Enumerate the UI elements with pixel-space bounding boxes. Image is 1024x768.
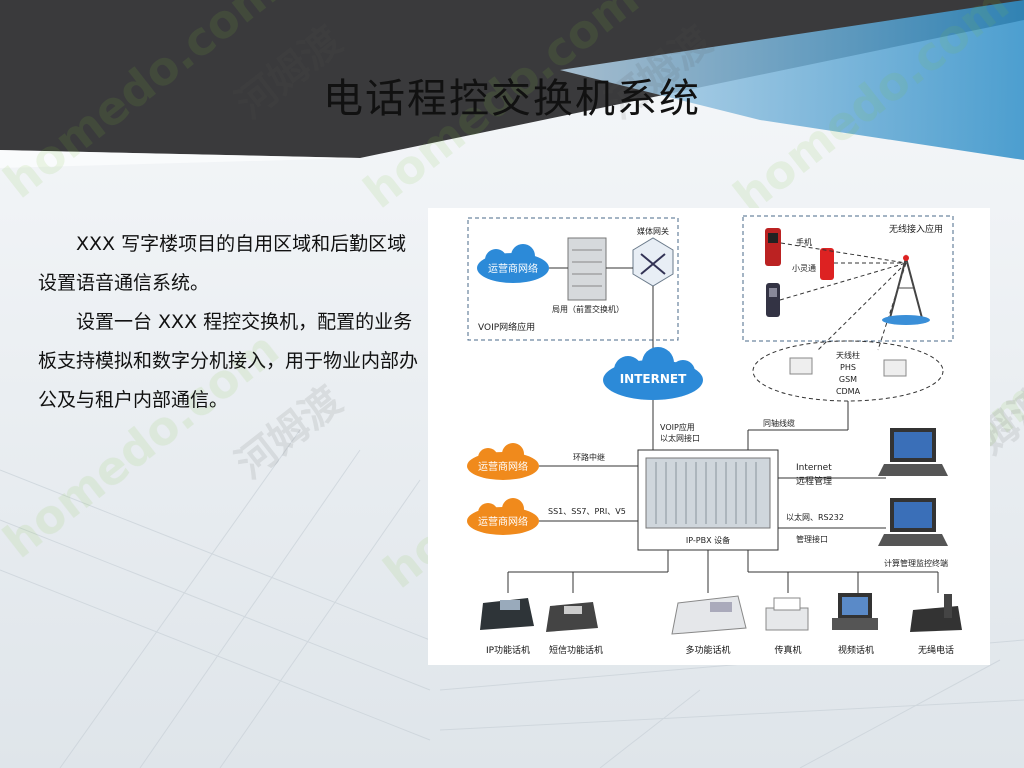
antenna-type: PHS (840, 363, 856, 372)
laptop-icon (878, 428, 948, 476)
coax-label: 同轴线缆 (763, 418, 795, 428)
paragraph: XXX 写字楼项目的自用区域和后勤区域设置语音通信系统。 (38, 233, 407, 294)
voip-link-label: VOIP应用 (660, 422, 695, 432)
mgmt-port-label: 以太网、RS232 (786, 512, 844, 522)
mobile-phone-icon (765, 228, 781, 266)
laptop-icon (878, 498, 948, 546)
cordless-phone-icon (910, 594, 962, 632)
device-label: 无绳电话 (918, 644, 954, 656)
slide-title: 电话程控交换机系统 (323, 76, 701, 122)
internet-mgmt-label: 远程管理 (796, 475, 832, 487)
internet-mgmt-label: Internet (796, 463, 832, 473)
carrier-network-cloud: 运营商网络 (467, 498, 539, 535)
mobile-phone-icon (820, 248, 834, 280)
media-gateway-icon (632, 237, 674, 287)
pbx-label: IP-PBX 设备 (686, 535, 730, 545)
local-exchange-label: 局用（前置交换机） (552, 304, 624, 314)
carrier-network-label: 运营商网络 (478, 515, 528, 528)
antenna-label: 天线柱 (836, 350, 860, 360)
network-diagram-svg: VOIP网络应用 运营商网络 局用（前置交换机） 媒体网关 无线接入应用 手机 (467, 215, 962, 656)
device-label: IP功能话机 (486, 644, 530, 656)
voip-link-label: 以太网接口 (660, 433, 700, 443)
slide-body: XXX 写字楼项目的自用区域和后勤区域设置语音通信系统。 设置一台 XXX 程控… (38, 225, 418, 420)
device-label: 视频话机 (838, 644, 874, 656)
ip-phone-icon (480, 598, 534, 630)
pbx-rack-icon (645, 457, 771, 529)
voip-area-label: VOIP网络应用 (478, 321, 535, 333)
device-label: 短信功能话机 (549, 644, 603, 656)
antenna-type: GSM (839, 375, 857, 384)
title-band-blue (560, 0, 1024, 160)
antenna-unit-icon (883, 359, 907, 377)
multifunction-phone-icon (671, 595, 747, 635)
signaling-label: SS1、SS7、PRI、V5 (548, 507, 626, 516)
antenna-unit-icon (789, 357, 813, 375)
mgmt-terminal-label: 计算管理监控终端 (884, 558, 948, 568)
sms-phone-icon (546, 602, 598, 632)
antenna-tower-icon (882, 254, 930, 325)
wireless-area-box (742, 215, 954, 342)
local-exchange-icon (567, 237, 607, 301)
wireless-area-label: 无线接入应用 (889, 223, 943, 235)
carrier-network-label: 运营商网络 (478, 460, 528, 473)
fax-machine-icon (765, 597, 809, 631)
antenna-type: CDMA (836, 387, 861, 396)
voip-area-box (467, 217, 679, 341)
device-label: 传真机 (774, 644, 801, 656)
carrier-network-cloud: 运营商网络 (477, 244, 549, 283)
phone-label: 手机 (796, 237, 812, 247)
device-label: 多功能话机 (685, 644, 730, 656)
media-gateway-label: 媒体网关 (637, 226, 669, 236)
video-phone-icon (832, 593, 878, 630)
internet-cloud: INTERNET (603, 347, 703, 400)
antenna-ellipse (752, 340, 944, 402)
network-diagram: VOIP网络应用 运营商网络 局用（前置交换机） 媒体网关 无线接入应用 手机 (428, 208, 990, 665)
carrier-network-label: 运营商网络 (488, 262, 538, 275)
internet-label: INTERNET (620, 372, 687, 386)
xiaolingtong-label: 小灵通 (792, 263, 816, 273)
paragraph: 设置一台 XXX 程控交换机，配置的业务板支持模拟和数字分机接入，用于物业内部办… (38, 311, 419, 411)
mobile-phone-icon (766, 283, 780, 317)
mgmt-port-label: 管理接口 (796, 534, 828, 544)
carrier-network-cloud: 运营商网络 (467, 443, 539, 480)
trunk-label: 环路中继 (573, 452, 605, 462)
